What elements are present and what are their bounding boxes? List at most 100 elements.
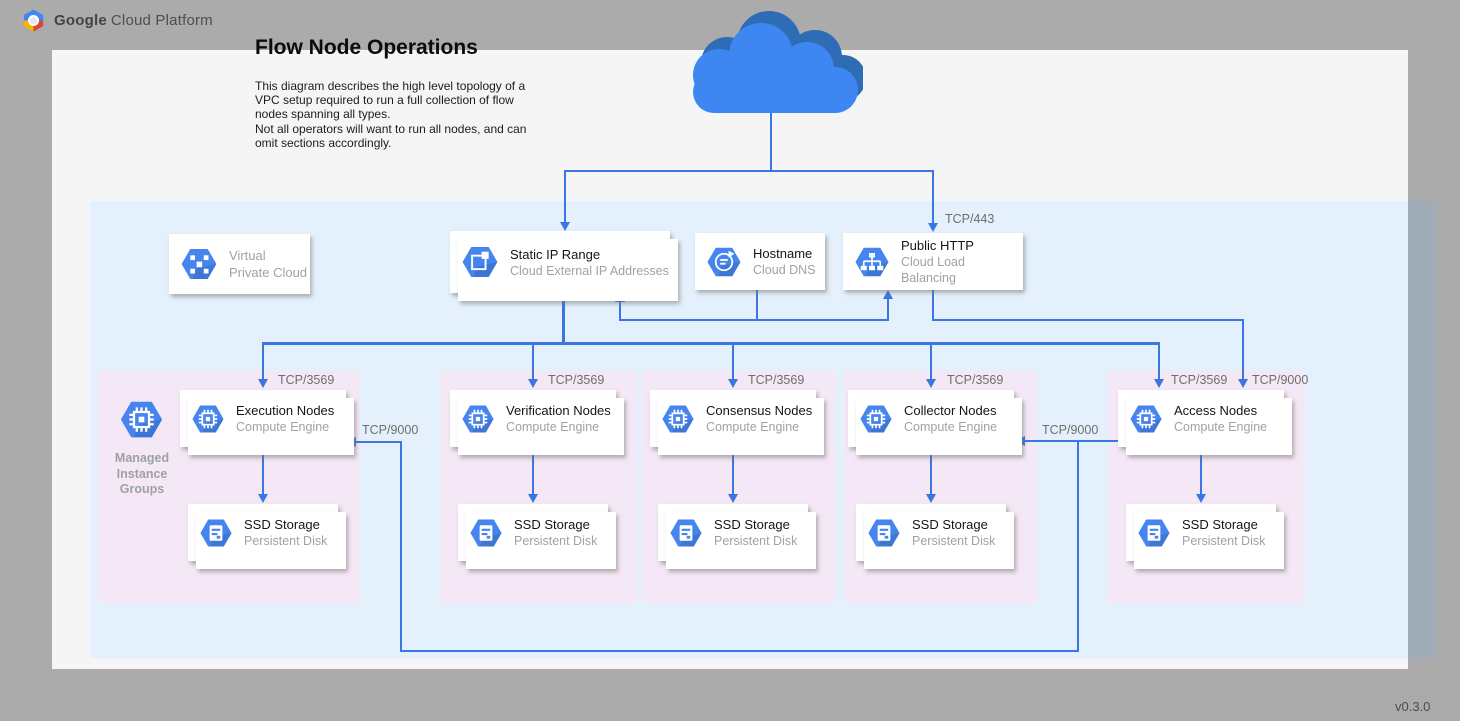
card-subtitle: Compute Engine	[706, 419, 812, 435]
card-subtitle: Compute Engine	[904, 419, 997, 435]
gcp-logo-icon	[22, 9, 45, 32]
card-title: SSD Storage	[514, 516, 597, 533]
connector	[756, 290, 758, 321]
ssd-storage-card: SSD Storage Persistent Disk	[188, 504, 338, 561]
connector	[887, 299, 889, 321]
connector	[619, 301, 621, 321]
card-title: SSD Storage	[1182, 516, 1265, 533]
arrowhead	[528, 379, 538, 388]
card-title: Hostname	[753, 245, 816, 262]
arrowhead	[728, 379, 738, 388]
connector	[930, 449, 932, 495]
card-title: Execution Nodes	[236, 402, 334, 419]
card-title: SSD Storage	[714, 516, 797, 533]
access-nodes-card: Access Nodes Compute Engine	[1118, 390, 1284, 447]
compute-engine-icon	[661, 402, 695, 436]
gcp-brand: GoogleCloud Platform	[22, 9, 213, 32]
connector	[1200, 449, 1202, 495]
managed-instance-groups-label: Managed Instance Groups	[106, 451, 178, 498]
connector	[532, 449, 534, 495]
connector	[1077, 440, 1079, 652]
card-subtitle: Cloud Load Balancing	[901, 254, 1023, 286]
ssd-storage-card: SSD Storage Persistent Disk	[856, 504, 1006, 561]
arrowhead	[1154, 379, 1164, 388]
persistent-disk-icon	[669, 516, 703, 550]
connector	[262, 342, 1160, 345]
compute-engine-icon	[1129, 402, 1163, 436]
connector	[932, 290, 934, 321]
verification-nodes-card: Verification Nodes Compute Engine	[450, 390, 616, 447]
page-title: Flow Node Operations	[255, 36, 478, 60]
arrowhead	[883, 290, 893, 299]
card-subtitle: Compute Engine	[506, 419, 611, 435]
compute-engine-icon	[859, 402, 893, 436]
persistent-disk-icon	[199, 516, 233, 550]
arrowhead	[728, 494, 738, 503]
card-subtitle: Cloud DNS	[753, 262, 816, 278]
compute-engine-icon	[461, 402, 495, 436]
ssd-storage-card: SSD Storage Persistent Disk	[458, 504, 608, 561]
static-ip-card: Static IP Range Cloud External IP Addres…	[450, 231, 670, 293]
arrowhead	[258, 494, 268, 503]
arrowhead	[926, 379, 936, 388]
card-title: Consensus Nodes	[706, 402, 812, 419]
card-subtitle: Cloud External IP Addresses	[510, 263, 669, 279]
vpc-card: Virtual Private Cloud	[169, 234, 310, 294]
vpc-card-label: Virtual Private Cloud	[229, 247, 307, 281]
connector	[930, 344, 932, 380]
connector	[532, 344, 534, 380]
arrowhead	[560, 222, 570, 231]
ssd-storage-card: SSD Storage Persistent Disk	[1126, 504, 1276, 561]
port-label-node: TCP/3569	[1171, 373, 1227, 387]
card-title: SSD Storage	[912, 516, 995, 533]
connector	[564, 170, 934, 172]
connector	[564, 170, 566, 223]
card-subtitle: Compute Engine	[236, 419, 334, 435]
port-label-node: TCP/3569	[748, 373, 804, 387]
card-subtitle: Persistent Disk	[514, 533, 597, 549]
connector	[619, 319, 889, 321]
arrowhead	[258, 379, 268, 388]
persistent-disk-icon	[469, 516, 503, 550]
port-label-collection: TCP/9000	[1042, 423, 1098, 437]
vpc-icon	[180, 245, 218, 283]
connector	[732, 344, 734, 380]
compute-engine-icon	[191, 402, 225, 436]
connector	[732, 449, 734, 495]
card-title: Verification Nodes	[506, 402, 611, 419]
brand-text: GoogleCloud Platform	[54, 12, 213, 29]
connector	[1158, 344, 1160, 380]
card-title: Access Nodes	[1174, 402, 1267, 419]
arrowhead	[1238, 379, 1248, 388]
arrowhead	[528, 494, 538, 503]
card-subtitle: Persistent Disk	[1182, 533, 1265, 549]
vpc-region-overflow	[1408, 201, 1437, 658]
card-subtitle: Persistent Disk	[912, 533, 995, 549]
consensus-nodes-card: Consensus Nodes Compute Engine	[650, 390, 816, 447]
connector	[400, 650, 1079, 652]
port-label-node: TCP/3569	[947, 373, 1003, 387]
connector	[400, 441, 402, 652]
port-label-node: TCP/3569	[548, 373, 604, 387]
public-http-card: Public HTTP Cloud Load Balancing	[843, 233, 1023, 290]
port-label-node: TCP/3569	[278, 373, 334, 387]
managed-instance-groups-icon	[119, 397, 164, 442]
persistent-disk-icon	[1137, 516, 1171, 550]
card-title: Collector Nodes	[904, 402, 997, 419]
card-subtitle: Persistent Disk	[244, 533, 327, 549]
external-ip-icon	[461, 243, 499, 281]
hostname-card: Hostname Cloud DNS	[695, 233, 825, 290]
connector	[932, 319, 1244, 321]
port-label-https: TCP/443	[945, 212, 994, 226]
connector	[770, 113, 772, 171]
connector	[262, 344, 264, 380]
connector	[1025, 440, 1118, 442]
port-label-collection: TCP/9000	[362, 423, 418, 437]
arrowhead	[928, 223, 938, 232]
collector-nodes-card: Collector Nodes Compute Engine	[848, 390, 1014, 447]
card-subtitle: Compute Engine	[1174, 419, 1267, 435]
connector	[356, 441, 402, 443]
card-title: Static IP Range	[510, 246, 669, 263]
load-balancing-icon	[854, 244, 890, 280]
internet-cloud-icon	[683, 11, 863, 114]
